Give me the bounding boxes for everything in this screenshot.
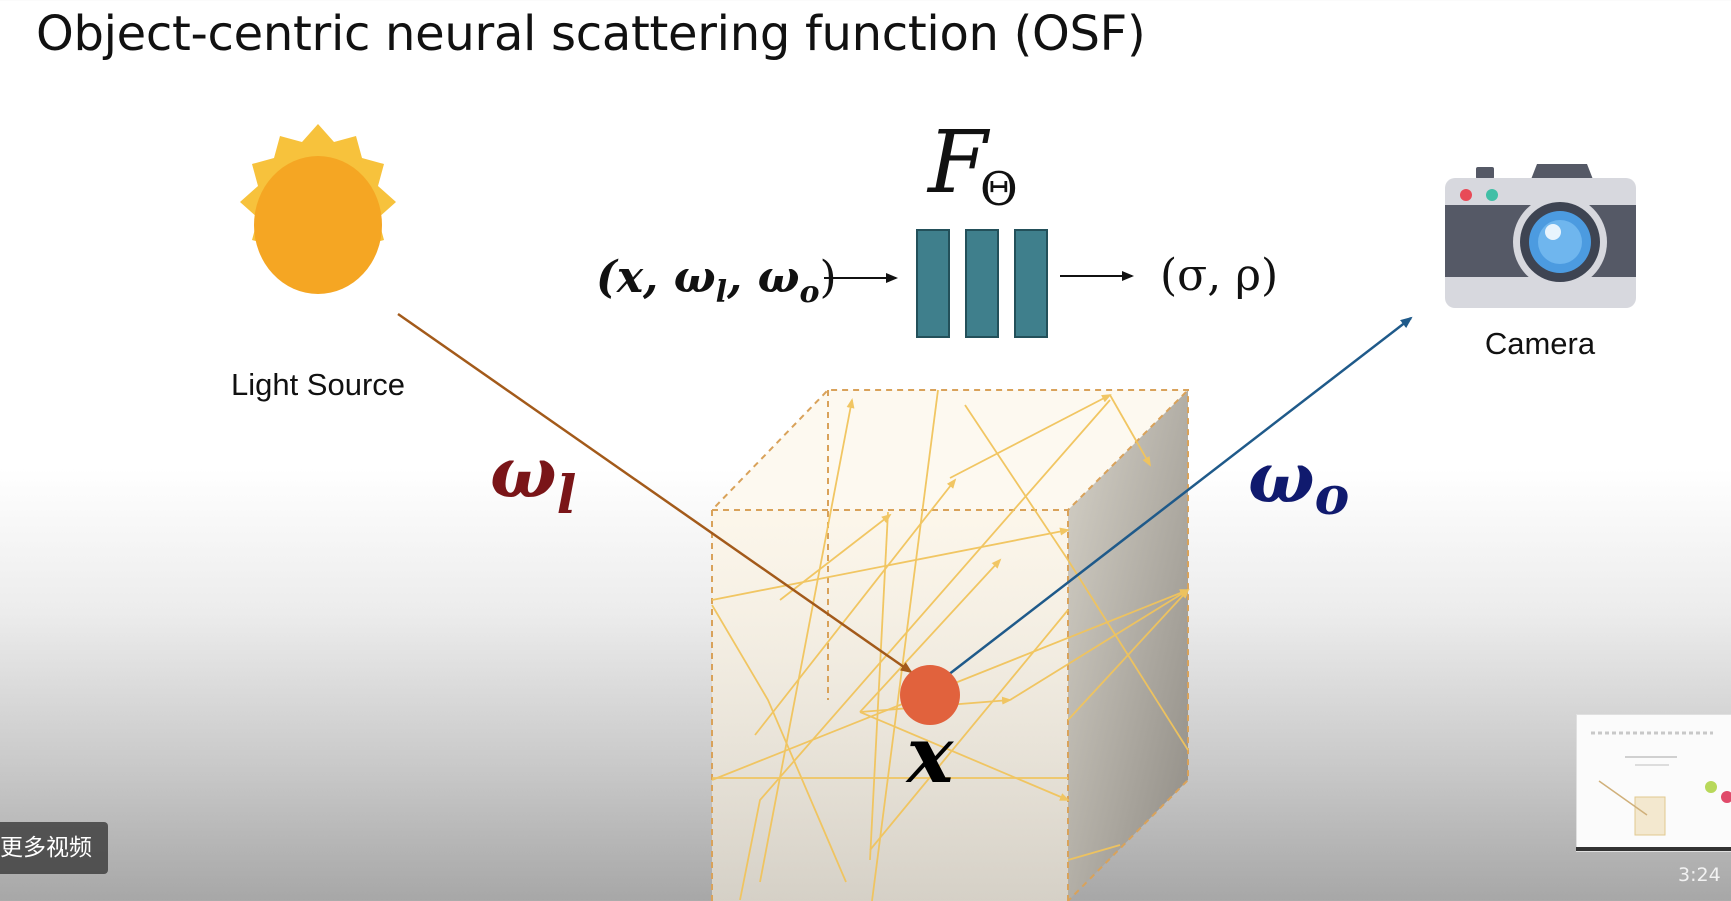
- outgoing-view-ray: [947, 316, 1413, 676]
- output-tuple: (σ, ρ): [1160, 250, 1278, 301]
- omega-o-label: ωo: [1248, 436, 1349, 527]
- camera-icon: [1445, 164, 1636, 308]
- network-symbol: F: [926, 113, 991, 213]
- network-layer-2: [965, 229, 999, 338]
- more-videos-button[interactable]: 更多视频: [0, 822, 108, 874]
- input-tuple: (x, ωl, ωo): [596, 252, 837, 310]
- slide-title: Object-centric neural scattering functio…: [36, 6, 1146, 62]
- thumbnail-progress-bar: [1576, 847, 1731, 851]
- sample-point-label: x: [905, 710, 955, 801]
- omega-l-label: ωl: [490, 431, 576, 526]
- scattering-volume: [711, 389, 1190, 901]
- camera-label: Camera: [1485, 326, 1596, 361]
- incident-light-ray: [397, 312, 913, 674]
- next-video-thumbnail[interactable]: [1576, 714, 1731, 852]
- network-formula: F Θ (x, ωl, ωo) (σ, ρ): [596, 113, 1278, 338]
- sample-point: [900, 665, 960, 725]
- light-source-label: Light Source: [231, 367, 405, 402]
- video-timestamp: 3:24: [1678, 864, 1721, 886]
- sun-icon: [240, 124, 396, 294]
- scatter-paths: [711, 389, 1190, 901]
- network-layer-3: [1014, 229, 1048, 338]
- network-subscript: Θ: [980, 162, 1018, 216]
- thumbnail-preview: [1591, 731, 1731, 836]
- network-layer-1: [916, 229, 950, 338]
